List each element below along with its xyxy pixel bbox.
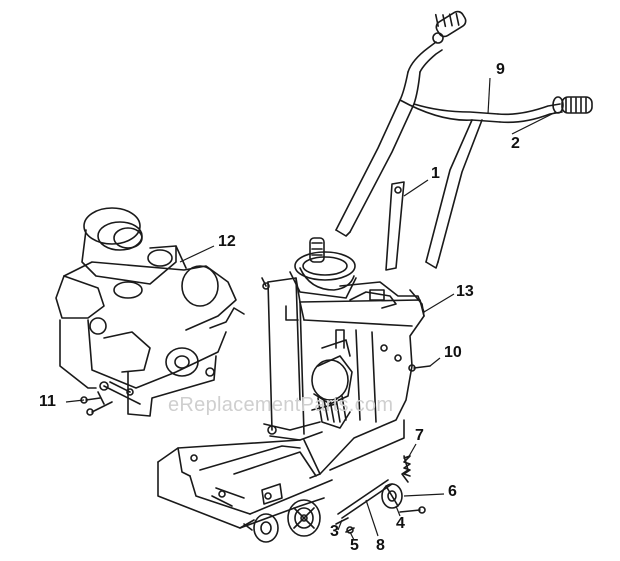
side-brace: [209, 305, 299, 329]
leader-6: [403, 493, 445, 497]
watermark: eReplacementParts.com: [168, 394, 394, 416]
leader-9: [487, 77, 491, 115]
side-bolts: [261, 277, 431, 372]
callout-3: 3: [330, 523, 339, 540]
control-lever: [385, 181, 405, 271]
leader-13: [423, 293, 455, 313]
callout-9: 9: [496, 61, 505, 78]
front-wheel-left: [243, 513, 279, 543]
frame-tower: [267, 277, 425, 479]
front-wheel-right: [287, 499, 321, 537]
leader-3: [337, 519, 343, 531]
callout-5: 5: [350, 537, 359, 554]
rear-axle-bolt: [399, 506, 426, 514]
adjust-rod: [337, 479, 393, 519]
engine: [55, 207, 237, 417]
callout-4: 4: [396, 515, 405, 532]
callout-7: 7: [415, 427, 424, 444]
callout-11: 11: [39, 393, 56, 410]
leader-4: [395, 505, 401, 517]
callout-8: 8: [376, 537, 385, 554]
handle-grip-right: [552, 96, 593, 114]
base-pan: [157, 439, 333, 529]
spring: [401, 455, 411, 483]
callout-6: 6: [448, 483, 457, 500]
handlebar: [335, 41, 563, 269]
callout-2: 2: [511, 135, 520, 152]
leader-1: [403, 179, 429, 197]
leader-7: [407, 443, 417, 459]
gear-housing: [311, 329, 353, 429]
engine-bolts: [80, 391, 113, 416]
linkage: [263, 403, 337, 441]
callout-12: 12: [218, 233, 236, 250]
depth-wheel: [289, 237, 357, 299]
leader-11: [65, 399, 85, 403]
callout-13: 13: [456, 283, 474, 300]
leader-lines: [65, 77, 557, 541]
callout-10: 10: [444, 344, 462, 361]
callout-1: 1: [431, 165, 440, 182]
leader-2: [511, 111, 557, 135]
handle-grip-left: [432, 10, 467, 44]
leader-8: [365, 499, 379, 537]
rear-wheel: [381, 483, 403, 509]
top-plate: [339, 281, 425, 313]
leader-12: [179, 245, 215, 263]
leader-5: [349, 531, 355, 541]
leader-10: [429, 357, 441, 367]
